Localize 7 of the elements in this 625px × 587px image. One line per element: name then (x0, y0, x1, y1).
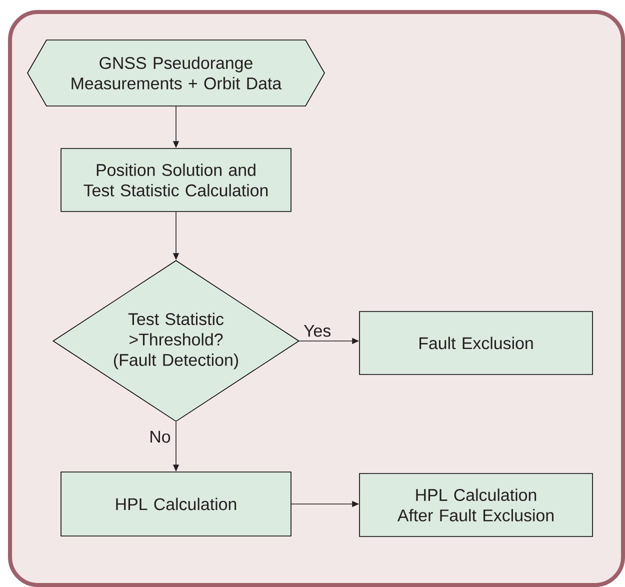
edge-label: No (148, 430, 172, 444)
process-box: HPL Calculation After Fault Exclusion (359, 473, 593, 537)
process-box: Position Solution and Test Statistic Calculation (60, 148, 292, 212)
process-box: HPL Calculation (60, 472, 292, 536)
edge-label: Yes (302, 324, 332, 338)
data-hexagon: GNSS Pseudorange Measurements + Orbit Data (27, 40, 325, 106)
process-box: Fault Exclusion (359, 311, 593, 375)
